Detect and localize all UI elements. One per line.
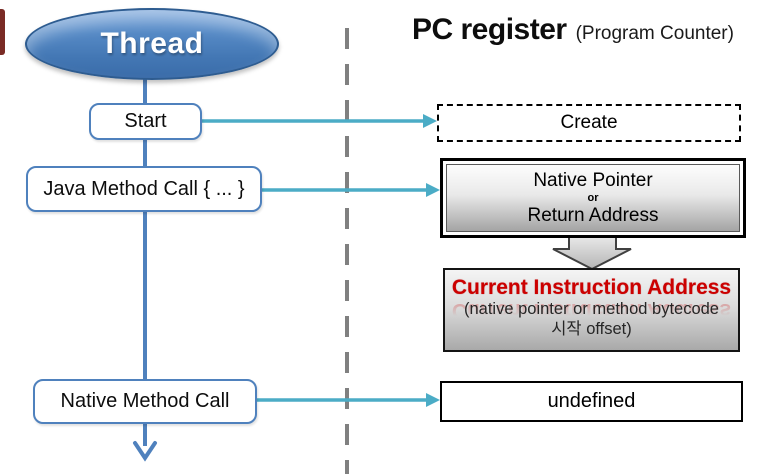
native-pointer-or-label: or: [587, 191, 599, 204]
thread-ellipse: Thread: [25, 8, 279, 80]
native-pointer-inner: Native Pointer or Return Address: [446, 164, 740, 232]
start-node-label: Start: [124, 110, 167, 132]
native-pointer-line2: Return Address: [527, 204, 659, 226]
arrowhead-native-to-undefined-icon: [426, 393, 440, 407]
undefined-node-label: undefined: [547, 390, 636, 412]
arrowhead-java-to-native-pointer-icon: [426, 183, 440, 197]
native-pointer-line1: Native Pointer: [533, 169, 653, 191]
undefined-node: undefined: [440, 381, 743, 422]
pc-register-header: PC register (Program Counter): [412, 13, 772, 47]
java-method-call-node: Java Method Call { ... }: [26, 166, 262, 212]
create-node-label: Create: [560, 112, 618, 133]
native-method-call-node: Native Method Call: [33, 379, 257, 424]
create-node: Create: [437, 104, 741, 142]
current-instruction-title: Current Instruction Address: [451, 276, 732, 299]
current-instruction-titlewrap: Current Instruction Address Current Inst…: [445, 276, 738, 319]
native-method-call-label: Native Method Call: [60, 390, 230, 412]
thread-label: Thread: [100, 27, 204, 60]
start-node: Start: [89, 103, 202, 140]
thread-flow-arrowhead-icon: [133, 441, 157, 462]
arrowhead-start-to-create-icon: [423, 114, 437, 128]
java-method-call-label: Java Method Call { ... }: [43, 177, 245, 200]
current-instruction-subtitle-1: (native pointer or method bytecode: [464, 300, 719, 318]
native-pointer-node: Native Pointer or Return Address: [440, 158, 746, 238]
pc-register-title: PC register: [412, 13, 567, 46]
current-instruction-subtitle-2: 시작 offset): [551, 320, 632, 338]
pc-register-subtitle: (Program Counter): [575, 23, 734, 44]
edge-clipped-shape: [0, 9, 5, 55]
current-instruction-node: Current Instruction Address Current Inst…: [443, 268, 740, 352]
